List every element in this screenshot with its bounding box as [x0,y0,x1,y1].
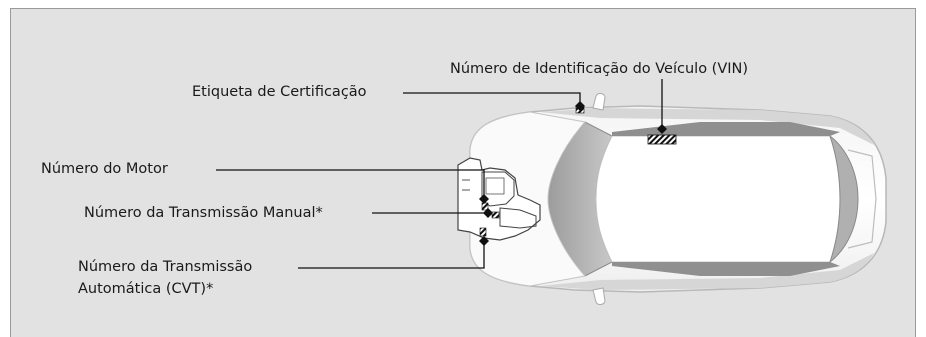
engine-leader [216,169,485,196]
roof [595,135,841,263]
leader-lines [216,79,663,269]
rear-window [829,134,859,264]
engine-diamond [479,194,489,204]
vin-diamond [657,124,667,134]
vin-label: Número de Identificação do Veículo (VIN) [450,61,749,77]
left-mirror [592,93,606,111]
certification-label: Etiqueta de Certificação [192,84,367,100]
engine-bay [457,157,541,241]
cvt-label-line1: Número da Transmissão [78,259,253,275]
manual-transmission-plate [491,211,500,219]
cvt-plate [479,227,487,237]
engine-number-label: Número do Motor [41,161,168,177]
cvt-label-line2: Automática (CVT)* [78,281,214,297]
certification-leader [403,92,581,103]
cvt-leader [298,240,485,269]
right-mirror [592,287,606,305]
vin-plate [647,134,677,145]
certification-diamond [575,101,585,111]
manual-transmission-label: Número da Transmissão Manual* [84,205,323,221]
cvt-diamond [479,236,489,246]
manual-transmission-diamond [483,208,493,218]
diamond-markers [479,101,667,246]
